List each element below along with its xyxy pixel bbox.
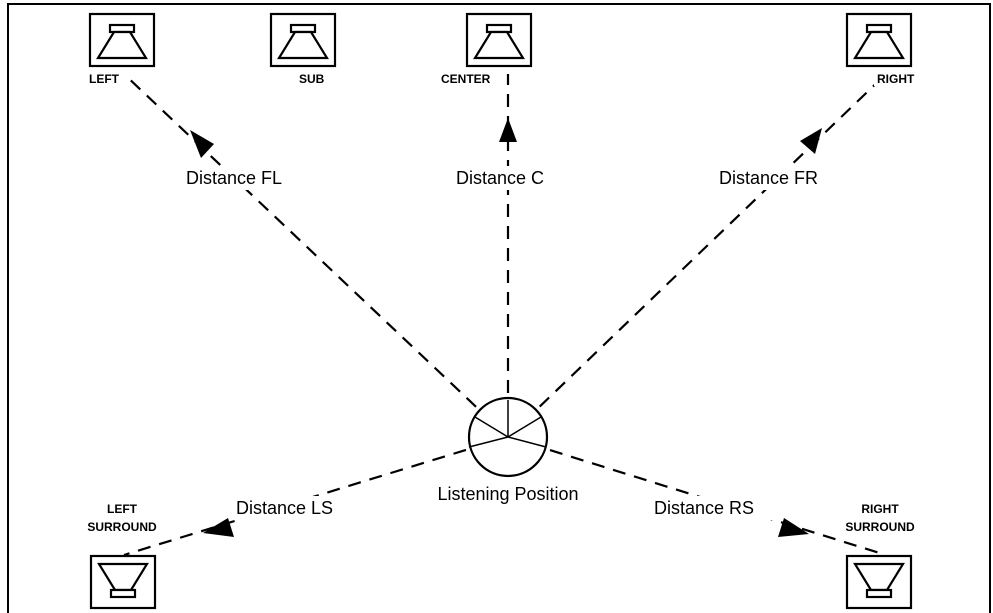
speaker-right-label: RIGHT bbox=[877, 72, 915, 86]
arrow-center bbox=[499, 118, 517, 142]
distance-ls-label: Distance LS bbox=[236, 498, 333, 518]
speaker-center-label: CENTER bbox=[441, 72, 491, 86]
distance-c-label: Distance C bbox=[456, 168, 544, 188]
line-front-right bbox=[507, 73, 887, 438]
listening-position-label: Listening Position bbox=[437, 484, 578, 504]
speaker-right-surround-label-line1: RIGHT bbox=[861, 502, 899, 516]
distance-fr-label: Distance FR bbox=[719, 168, 818, 188]
speaker-right bbox=[845, 12, 913, 68]
listening-position-marker bbox=[467, 396, 549, 478]
arrow-right-surround bbox=[778, 518, 809, 537]
speaker-left-surround-label-line1: LEFT bbox=[107, 502, 138, 516]
distance-fl-label: Distance FL bbox=[186, 168, 282, 188]
diagram-frame bbox=[7, 3, 991, 613]
speaker-sub bbox=[269, 12, 337, 68]
speaker-center bbox=[465, 12, 533, 68]
speaker-left-surround-label-line2: SURROUND bbox=[87, 520, 157, 534]
speaker-left bbox=[88, 12, 156, 68]
distance-rs-label: Distance RS bbox=[654, 498, 754, 518]
speaker-left-label: LEFT bbox=[89, 72, 120, 86]
speaker-right-surround bbox=[845, 554, 913, 610]
arrow-front-right bbox=[800, 128, 822, 154]
arrow-front-left bbox=[190, 130, 214, 158]
speaker-sub-label: SUB bbox=[299, 72, 325, 86]
arrow-left-surround bbox=[203, 518, 234, 537]
line-front-left bbox=[123, 73, 509, 438]
speaker-left-surround bbox=[89, 554, 157, 610]
speaker-right-surround-label-line2: SURROUND bbox=[845, 520, 915, 534]
